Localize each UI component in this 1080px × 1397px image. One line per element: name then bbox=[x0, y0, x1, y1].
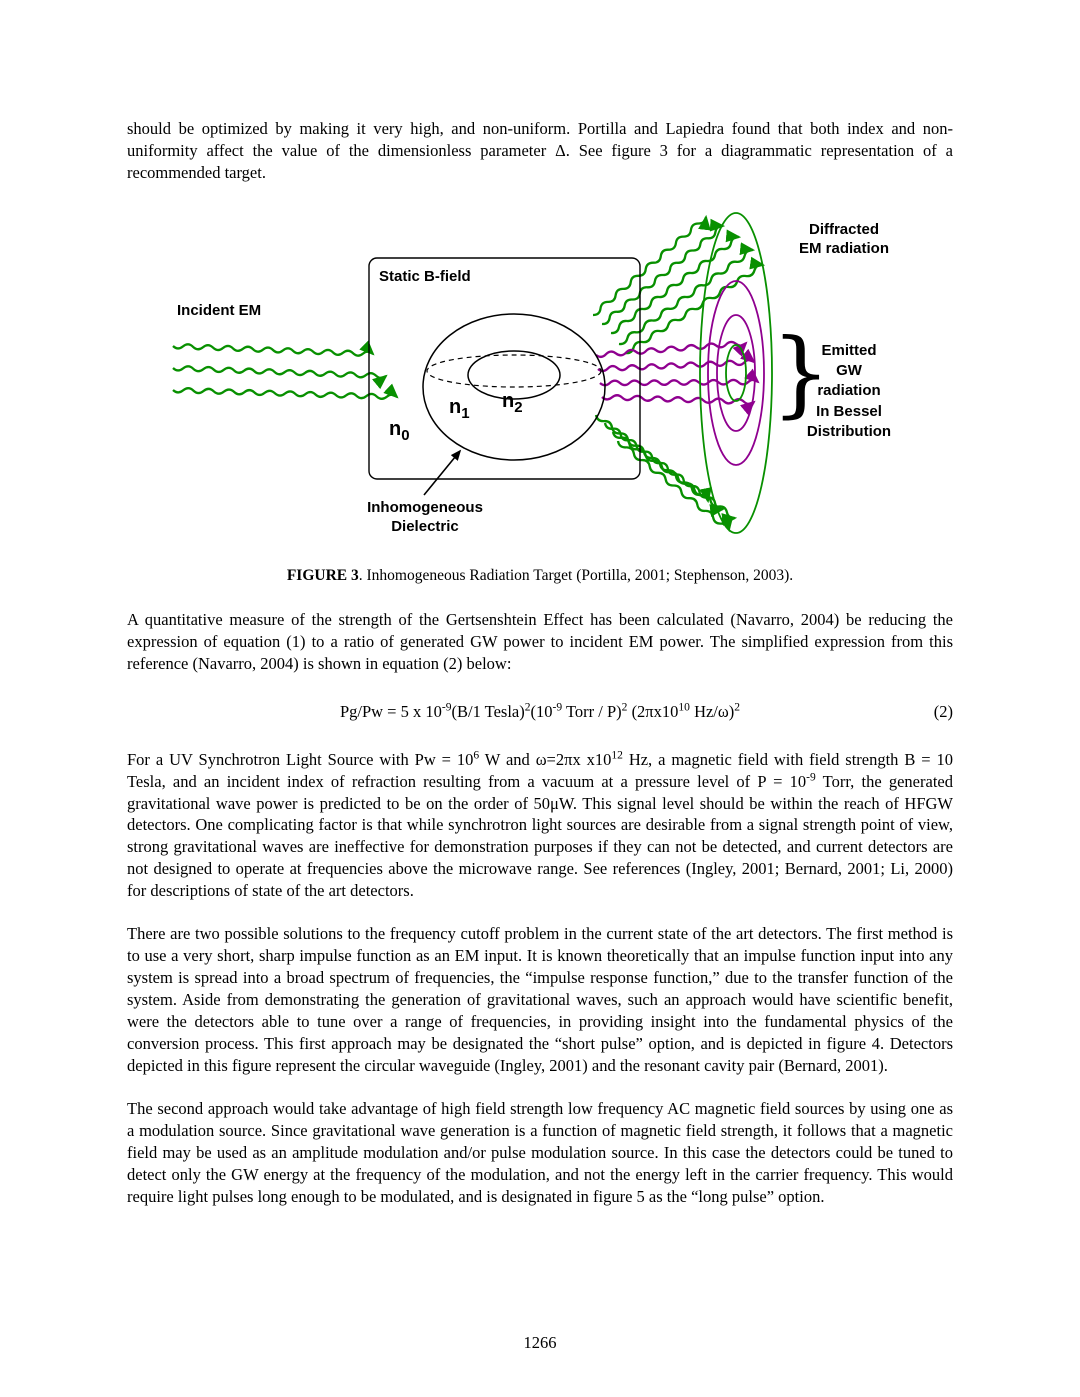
em-wave-arrow bbox=[618, 242, 756, 346]
paragraph-short-pulse: There are two possible solutions to the … bbox=[127, 924, 953, 1075]
em-wave-arrow bbox=[601, 218, 726, 325]
em-wave-arrow bbox=[172, 383, 399, 400]
equation-body: Pg/Pw = 5 x 10-9(B/1 Tesla)2(10-9 Torr /… bbox=[339, 701, 741, 721]
equation-number: (2) bbox=[933, 701, 953, 721]
paragraph-intro: should be optimized by making it very hi… bbox=[127, 119, 953, 182]
gw-wave-arrow bbox=[599, 368, 760, 387]
paragraph-quantitative: A quantitative measure of the strength o… bbox=[127, 609, 953, 673]
em-wave-arrow bbox=[610, 229, 742, 334]
paragraph-long-pulse: The second approach would take advantage… bbox=[127, 1098, 953, 1206]
gw-wave-arrow bbox=[595, 340, 748, 358]
dielectric-torus bbox=[422, 313, 606, 461]
figure-caption: FIGURE 3. Inhomogeneous Radiation Target… bbox=[286, 566, 794, 584]
label-emitted-gw: Emitted GW radiation In Bessel Distribut… bbox=[806, 341, 892, 440]
em-wave-arrow bbox=[172, 340, 375, 357]
em-wave-arrow bbox=[603, 422, 726, 517]
label-static-b-field: Static B-field bbox=[379, 267, 471, 285]
bessel-rings bbox=[699, 211, 773, 534]
figure-diagram: } n1 n2 n0 bbox=[172, 211, 831, 534]
label-n0: n0 bbox=[389, 418, 410, 444]
label-inhomogeneous-dielectric: Inhomogeneous Dielectric bbox=[367, 498, 483, 535]
gw-wave-arrow bbox=[601, 393, 756, 415]
label-diffracted-em: Diffracted EM radiation bbox=[798, 220, 889, 257]
label-n1: n1 bbox=[449, 396, 470, 422]
dielectric-pointer-arrow bbox=[423, 449, 462, 496]
em-wave-arrow bbox=[616, 440, 734, 532]
page-number: 1266 bbox=[523, 1333, 557, 1352]
label-incident-em: Incident EM bbox=[177, 301, 262, 319]
figure-3: } n1 n2 n0 Incident EM Static B-field Di… bbox=[169, 205, 909, 553]
em-wave-arrow bbox=[592, 214, 711, 316]
paragraph-synchrotron: For a UV Synchrotron Light Source with P… bbox=[127, 749, 953, 901]
em-wave-arrow bbox=[172, 365, 388, 389]
em-wave-arrow bbox=[624, 256, 766, 355]
static-b-field-box bbox=[368, 257, 641, 480]
gw-wave-arrow bbox=[597, 348, 756, 373]
label-n2: n2 bbox=[502, 390, 523, 416]
wave-arrows bbox=[172, 214, 766, 532]
equation-2: Pg/Pw = 5 x 10-9(B/1 Tesla)2(10-9 Torr /… bbox=[127, 701, 953, 722]
brace: } bbox=[771, 319, 831, 428]
